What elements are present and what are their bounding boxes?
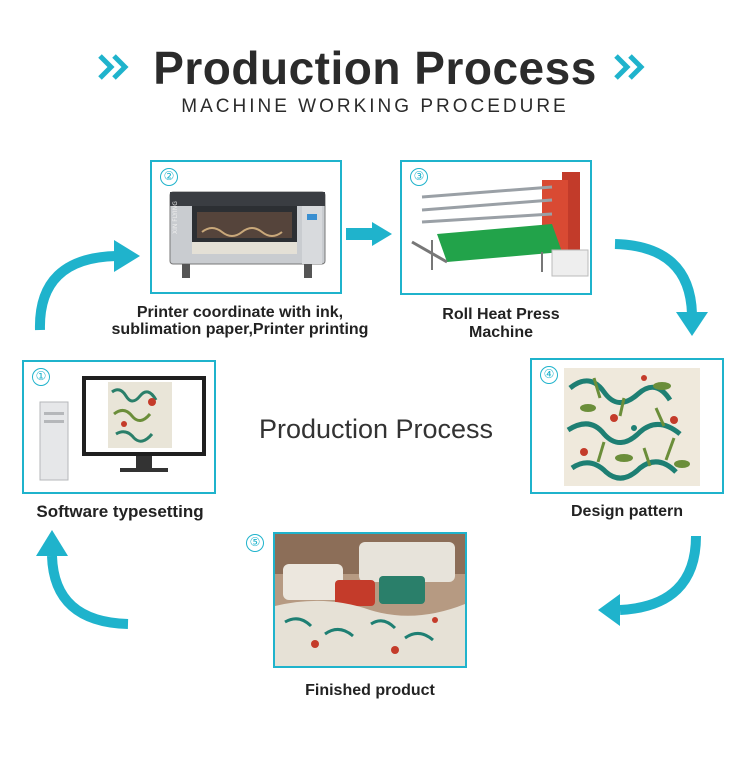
step-1-number: ①: [32, 368, 50, 386]
curved-arrow-up-left-icon: [36, 530, 129, 629]
heat-press-icon: [411, 172, 589, 277]
page-title: Production Process: [153, 42, 597, 94]
step-5-caption: Finished product: [305, 682, 435, 699]
step-3-number: ③: [410, 168, 428, 186]
double-chevron-right-icon: [98, 54, 129, 80]
step-1-box: ①: [22, 360, 216, 494]
page-subtitle: MACHINE WORKING PROCEDURE: [181, 96, 569, 117]
step-2-caption: Printer coordinate with ink, sublimation…: [111, 304, 369, 338]
step-5-number: ⑤: [246, 534, 264, 552]
step-1-caption: Software typesetting: [36, 502, 204, 521]
step-5-box: [273, 532, 467, 668]
step-4-caption: Design pattern: [570, 503, 683, 520]
step-4-box: ④: [530, 358, 724, 494]
step-2-number: ②: [160, 168, 178, 186]
step-2-box: ② XIN FLYING: [150, 160, 342, 294]
computer-monitor-icon: [39, 376, 206, 481]
printer-icon: XIN FLYING: [169, 191, 326, 278]
svg-text:XIN FLYING: XIN FLYING: [172, 201, 179, 234]
step-3-caption: Roll Heat Press Machine: [442, 306, 560, 341]
header: Production Process: [0, 40, 750, 100]
curved-arrow-left-icon: [598, 535, 701, 626]
bedding-icon: [275, 534, 465, 666]
pattern-icon: [564, 368, 700, 486]
double-chevron-right-icon: [614, 54, 645, 80]
arrow-right-icon: [346, 222, 392, 246]
step-3-box: ③: [400, 160, 592, 295]
center-label: Production Process: [258, 414, 494, 444]
curved-arrow-up-icon: [34, 240, 140, 331]
curved-arrow-down-icon: [614, 239, 708, 336]
step-4-number: ④: [540, 366, 558, 384]
